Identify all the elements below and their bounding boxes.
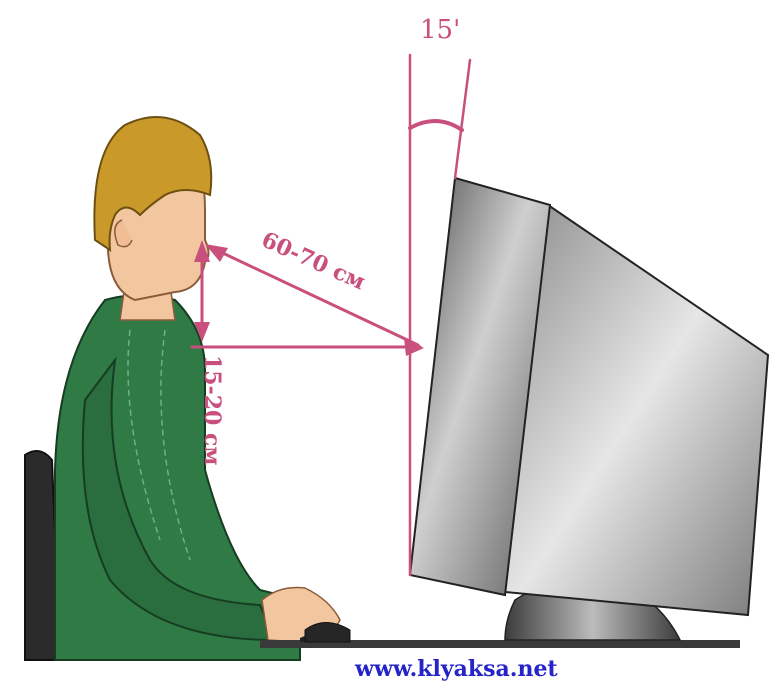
tilt-angle-label: 15' (420, 15, 460, 45)
eye-to-screen-distance-label: 60-70 см (258, 227, 370, 296)
monitor-illustration (410, 178, 768, 640)
mouse-illustration (305, 623, 350, 643)
person-figure (55, 117, 340, 660)
eye-height-offset-label: 15-20 см (199, 355, 225, 466)
watermark-text: www.klyaksa.net (354, 656, 558, 682)
